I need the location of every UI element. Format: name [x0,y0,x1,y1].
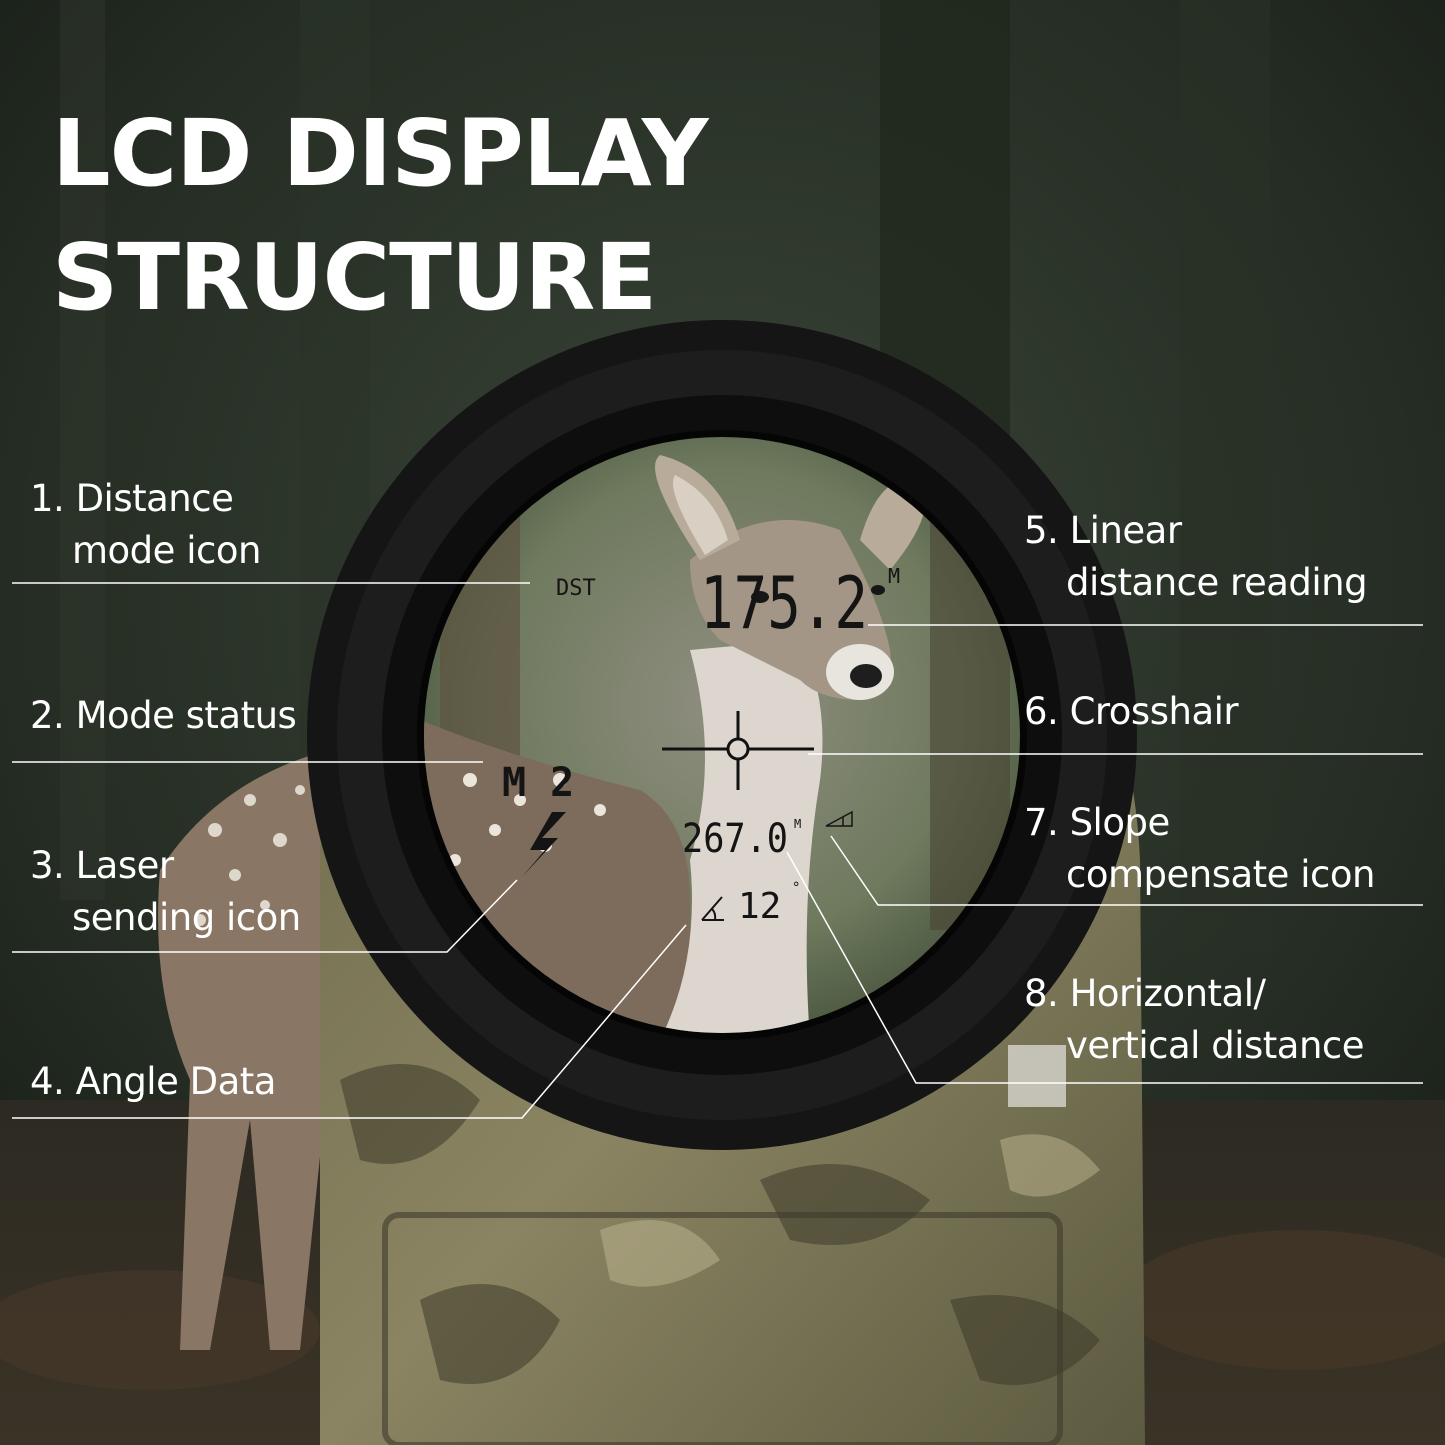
page-title: LCD DISPLAY STRUCTURE [52,92,708,340]
callout-label-4: 4. Angle Data [30,1056,276,1108]
callout-label-6: 6. Crosshair [1024,686,1239,738]
callout-label-3-line-1: 3. Laser [30,844,174,887]
slope-compensate-icon [825,810,853,827]
secondary-distance-unit: M [794,817,801,831]
callout-line-8 [786,851,1423,1084]
callout-label-7-line-1: 7. Slope [1024,801,1170,844]
callout-label-5: 5. Linear distance reading [1024,505,1368,609]
callout-label-5-line-1: 5. Linear [1024,509,1182,552]
distance-mode-icon: DST [556,576,596,601]
callout-label-7: 7. Slope compensate icon [1024,797,1375,901]
secondary-distance-reading: 267.0 [682,816,788,862]
mode-status: M 2 [502,760,574,806]
callout-label-3-line-2: sending icon [72,896,301,939]
page-title-line-1: LCD DISPLAY [52,100,708,207]
callout-line-7 [830,835,1423,906]
laser-sending-icon [522,812,566,877]
linear-distance-reading: 175.2 [700,561,868,645]
callout-line-4 [12,924,687,1119]
callout-label-5-line-2: distance reading [1066,561,1368,604]
callout-line-3 [12,879,518,953]
callout-label-1: 1. Distance mode icon [30,473,261,577]
page-title-line-2: STRUCTURE [52,224,657,331]
callout-label-1-line-2: mode icon [72,529,261,572]
callout-label-4-line-1: 4. Angle Data [30,1060,276,1103]
callout-label-2: 2. Mode status [30,690,297,742]
callout-label-7-line-2: compensate icon [1066,853,1375,896]
callout-label-8: 8. Horizontal/ vertical distance [1024,968,1365,1072]
angle-data-value: 12 [738,886,781,927]
callout-label-2-line-1: 2. Mode status [30,694,297,737]
callout-label-6-line-1: 6. Crosshair [1024,690,1239,733]
linear-distance-unit: M [888,564,900,588]
callout-label-8-line-1: 8. Horizontal/ [1024,972,1266,1015]
callout-label-3: 3. Laser sending icon [30,840,301,944]
angle-icon [701,896,724,921]
callout-label-8-line-2: vertical distance [1066,1024,1365,1067]
angle-degree-symbol: ° [792,880,800,896]
crosshair [662,711,814,790]
callout-label-1-line-1: 1. Distance [30,477,234,520]
